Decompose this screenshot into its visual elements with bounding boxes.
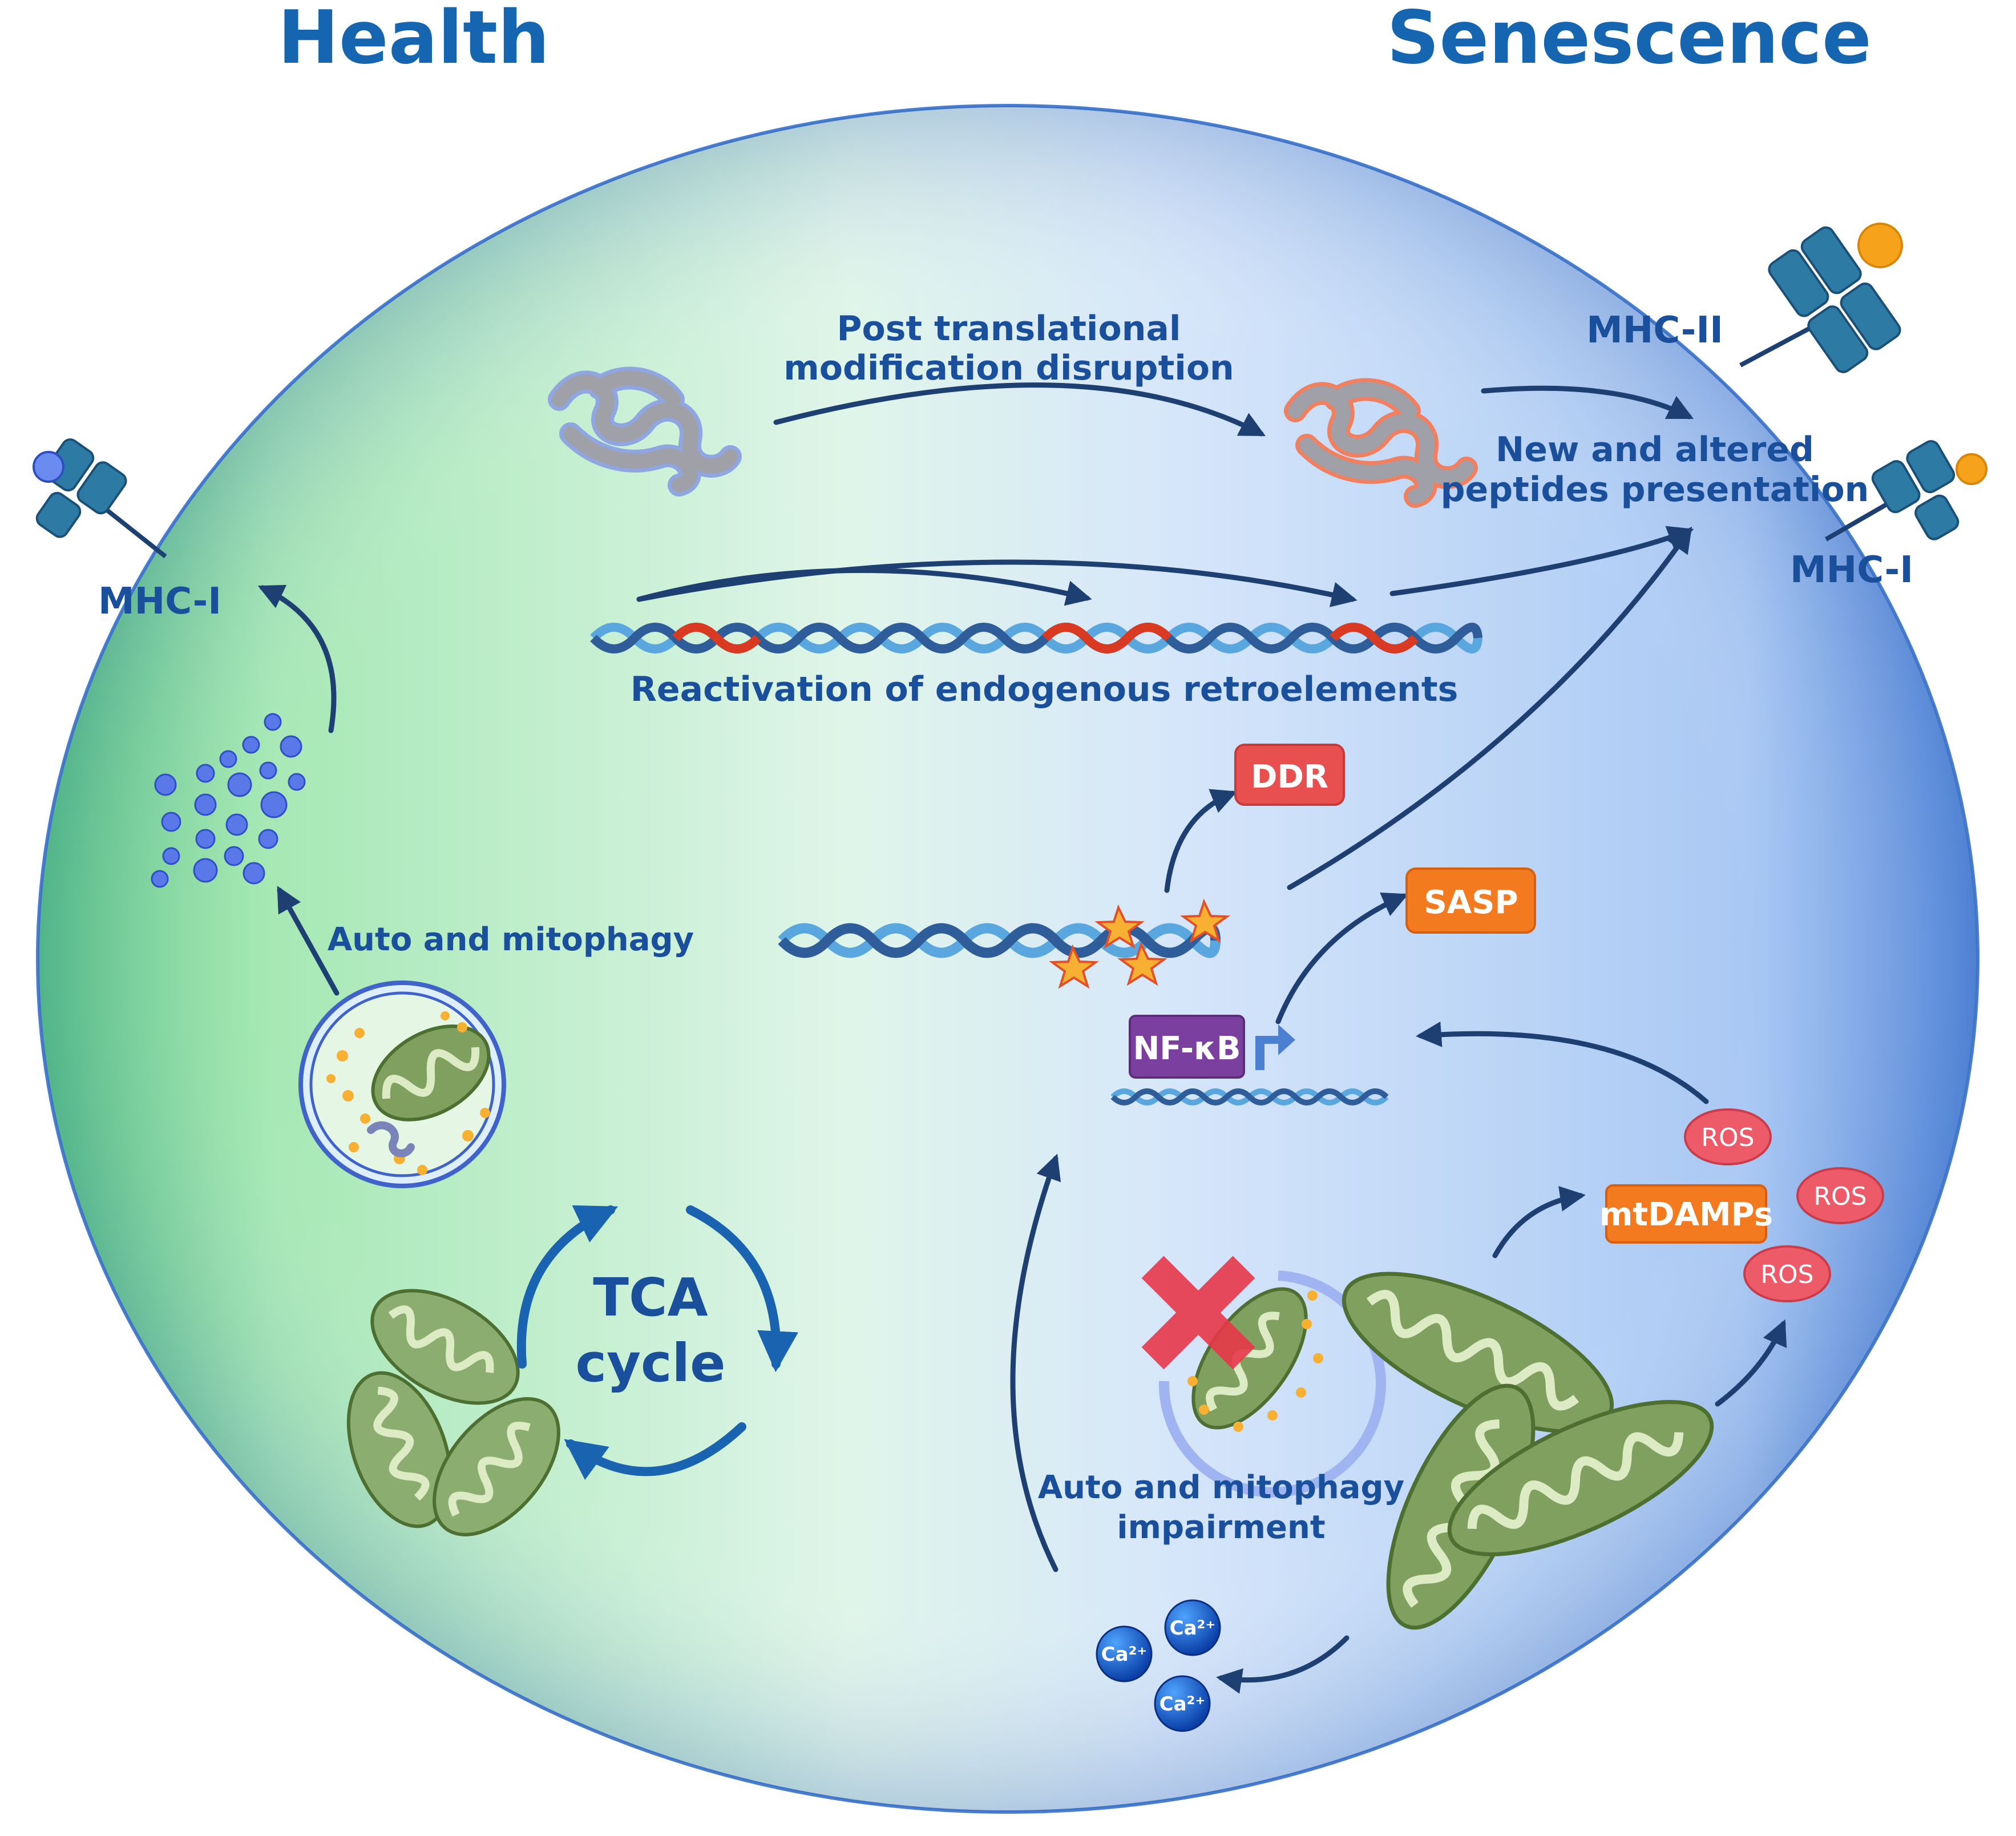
ros-bubble-1: ROS — [1701, 1123, 1754, 1152]
mhc2-receptor-icon — [1739, 223, 1903, 373]
health-title: Health — [278, 0, 550, 80]
retroelements-label: Reactivation of endogenous retroelements — [631, 669, 1459, 709]
impairment-label-line2: impairment — [1117, 1509, 1325, 1546]
calcium-ion-3: Ca²⁺ — [1159, 1693, 1206, 1716]
ptm-label-line2: modification disruption — [783, 348, 1234, 388]
ros-bubble-2: ROS — [1813, 1182, 1866, 1211]
calcium-ion-1: Ca²⁺ — [1101, 1643, 1148, 1666]
calcium-ion-2: Ca²⁺ — [1170, 1617, 1216, 1640]
healthy-mitochondria-icon — [346, 1289, 560, 1536]
tca-label-line2: cycle — [576, 1333, 726, 1394]
tca-label-line1: TCA — [593, 1267, 708, 1328]
peptide-dots-icon — [151, 713, 306, 888]
peptides-label-line2: peptides presentation — [1441, 470, 1869, 510]
transcription-arrow-icon — [1255, 1024, 1295, 1070]
impairment-label-line1: Auto and mitophagy — [1038, 1469, 1404, 1506]
senescent-mitochondria-icon — [1342, 1272, 1714, 1630]
ddr-box: DDR — [1251, 758, 1328, 796]
mhc2-right-label: MHC-II — [1586, 309, 1723, 352]
damaged-dna-icon — [778, 898, 1230, 989]
normal-protein-icon — [548, 366, 742, 497]
nfkb-box: NF-κB — [1133, 1030, 1241, 1067]
impaired-autophagosome-icon — [1141, 1256, 1386, 1498]
mhc1-left-receptor-icon — [33, 438, 167, 559]
mhc1-right-receptor-icon — [1825, 440, 1987, 542]
senescence-title: Senescence — [1387, 0, 1872, 80]
retroelement-dna-icon — [590, 623, 1482, 653]
peptides-label-line1: New and altered — [1496, 430, 1814, 470]
sasp-box: SASP — [1424, 884, 1518, 921]
ptm-label-line1: Post translational — [837, 309, 1181, 349]
mhc1-right-label: MHC-I — [1790, 549, 1913, 591]
tca-cycle-arrows-icon — [516, 1205, 798, 1480]
ros-bubble-3: ROS — [1760, 1260, 1813, 1289]
autophagosome-icon — [298, 980, 506, 1188]
altered-protein-icon — [1284, 378, 1478, 508]
mhc1-left-label: MHC-I — [98, 580, 221, 623]
mtdamps-box: mtDAMPs — [1599, 1196, 1773, 1233]
autophagy-label: Auto and mitophagy — [328, 921, 694, 958]
